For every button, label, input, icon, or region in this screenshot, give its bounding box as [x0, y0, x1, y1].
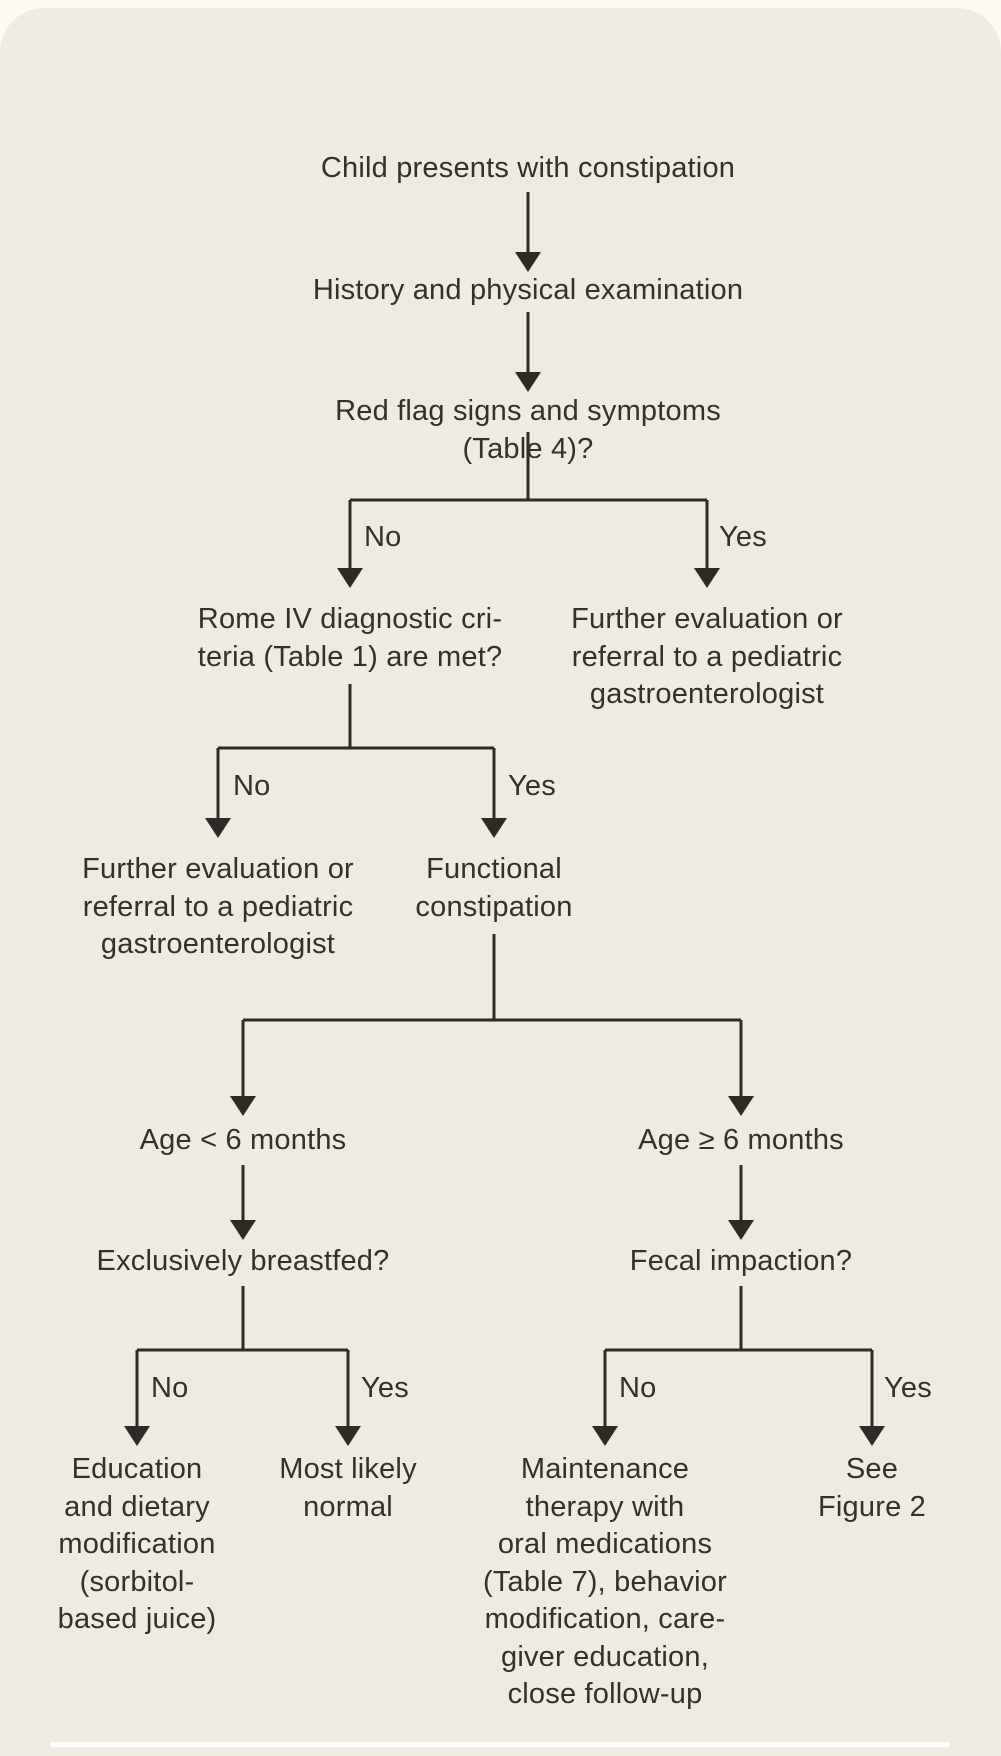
node-age-under-6-months: Age < 6 months	[139, 1124, 347, 1156]
branch-rome	[218, 684, 494, 750]
node-age-6-months-or-more: Age ≥ 6 months	[638, 1124, 844, 1156]
node-child-presents: Child presents with constipation	[320, 152, 736, 184]
branch-redflag	[350, 432, 707, 502]
bottom-divider	[50, 1742, 950, 1747]
node-rome-criteria-question: Rome IV diagnostic cri- teria (Table 1) …	[197, 603, 503, 673]
node-most-likely-normal: Most likely normal	[279, 1453, 417, 1523]
node-see-figure-2: See Figure 2	[818, 1453, 926, 1523]
branch-label-rome-yes: Yes	[508, 770, 556, 802]
node-referral-left: Further evaluation or referral to a pedi…	[82, 853, 354, 960]
branch-label-breastfed-no: No	[151, 1372, 189, 1404]
branch-label-fecal-no: No	[619, 1372, 657, 1404]
branch-functional	[243, 934, 741, 1022]
branch-label-rome-no: No	[233, 770, 271, 802]
branch-label-fecal-yes: Yes	[884, 1372, 932, 1404]
node-breastfed-question: Exclusively breastfed?	[96, 1245, 390, 1277]
node-red-flag-question: Red flag signs and symptoms (Table 4)?	[335, 395, 721, 465]
node-history-exam: History and physical examination	[312, 274, 744, 306]
figure-card	[0, 8, 1001, 1756]
branch-label-redflag-yes: Yes	[719, 521, 767, 553]
branch-label-breastfed-yes: Yes	[361, 1372, 409, 1404]
branch-fecal	[605, 1286, 872, 1352]
node-referral-right: Further evaluation or referral to a pedi…	[571, 603, 843, 710]
branch-breastfed	[137, 1286, 348, 1352]
node-fecal-impaction-question: Fecal impaction?	[629, 1245, 853, 1277]
node-maintenance-therapy: Maintenance therapy with oral medication…	[483, 1453, 727, 1710]
node-education-dietary: Education and dietary modification (sorb…	[57, 1453, 217, 1635]
node-functional-constipation: Functional constipation	[415, 853, 573, 923]
branch-label-redflag-no: No	[364, 521, 402, 553]
